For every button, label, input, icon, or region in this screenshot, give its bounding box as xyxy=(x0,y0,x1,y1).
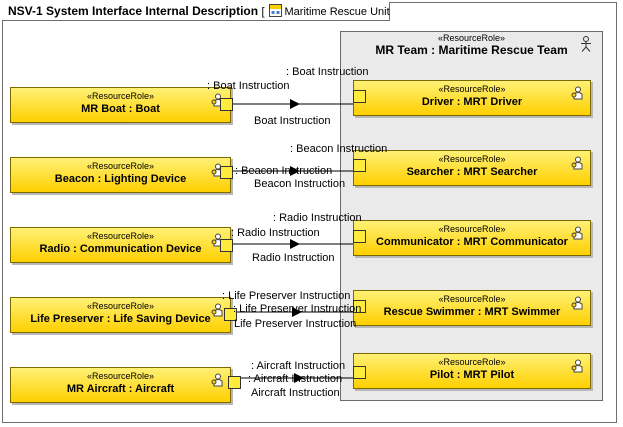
left-role-stereotype: «ResourceRole» xyxy=(86,301,155,311)
left-role-4[interactable]: «ResourceRole» MR Aircraft : Aircraft xyxy=(10,367,231,403)
role-person-icon xyxy=(211,303,223,317)
left-role-stereotype: «ResourceRole» xyxy=(86,371,155,381)
role-person-icon xyxy=(211,373,223,387)
target-port[interactable] xyxy=(353,366,366,379)
right-role-4[interactable]: «ResourceRole» Pilot : MRT Pilot xyxy=(353,353,591,389)
flow-arrow xyxy=(290,166,300,176)
left-role-1[interactable]: «ResourceRole» Beacon : Lighting Device xyxy=(10,157,231,193)
target-port-label: : Life Preserver Instruction xyxy=(233,303,362,315)
source-port-label: : Radio Instruction xyxy=(231,227,320,239)
flow-label: Beacon Instruction xyxy=(254,178,346,190)
flow-arrow xyxy=(292,307,302,317)
right-role-name: Communicator : MRT Communicator xyxy=(376,236,568,248)
stick-figure-icon xyxy=(581,36,591,52)
target-port-label: : Radio Instruction xyxy=(273,212,362,224)
flow-arrow xyxy=(294,373,304,383)
team-stereotype: «ResourceRole» xyxy=(437,33,506,43)
frame-context-name[interactable]: Maritime Rescue Unit xyxy=(284,6,390,18)
flow-arrow xyxy=(290,99,300,109)
frame-title-tab[interactable]: NSV-1 System Interface Internal Descript… xyxy=(2,2,390,21)
left-role-2[interactable]: «ResourceRole» Radio : Communication Devi… xyxy=(10,227,231,263)
right-role-stereotype: «ResourceRole» xyxy=(438,357,506,367)
role-person-icon xyxy=(571,359,583,373)
left-role-stereotype: «ResourceRole» xyxy=(86,161,155,171)
team-name: MR Team : Maritime Rescue Team xyxy=(375,43,568,57)
left-role-name: MR Boat : Boat xyxy=(81,103,160,115)
source-port[interactable] xyxy=(224,308,237,321)
right-role-name: Rescue Swimmer : MRT Swimmer xyxy=(383,306,561,318)
source-port[interactable] xyxy=(220,98,233,111)
flow-label: Radio Instruction xyxy=(252,252,335,264)
right-role-stereotype: «ResourceRole» xyxy=(438,224,506,234)
left-role-3[interactable]: «ResourceRole» Life Preserver : Life Savi… xyxy=(10,297,231,333)
target-port[interactable] xyxy=(353,230,366,243)
source-port[interactable] xyxy=(220,166,233,179)
right-role-2[interactable]: «ResourceRole» Communicator : MRT Communi… xyxy=(353,220,591,256)
left-role-name: Radio : Communication Device xyxy=(39,243,202,255)
right-role-stereotype: «ResourceRole» xyxy=(438,294,506,304)
target-port[interactable] xyxy=(353,90,366,103)
flow-label: Boat Instruction xyxy=(254,115,331,127)
left-role-stereotype: «ResourceRole» xyxy=(86,91,155,101)
flow-label: Life Preserver Instruction xyxy=(234,318,357,330)
right-role-0[interactable]: «ResourceRole» Driver : MRT Driver xyxy=(353,80,591,116)
target-port-label: : Aircraft Instruction xyxy=(248,373,343,385)
target-port-label: : Boat Instruction xyxy=(286,66,369,78)
target-port[interactable] xyxy=(353,159,366,172)
left-role-name: MR Aircraft : Aircraft xyxy=(66,383,175,395)
target-port-label: : Beacon Instruction xyxy=(290,143,388,155)
right-role-stereotype: «ResourceRole» xyxy=(438,154,506,164)
source-port[interactable] xyxy=(220,239,233,252)
source-port-label: : Beacon Instruction xyxy=(235,165,333,177)
role-person-icon xyxy=(571,296,583,310)
flow-arrow xyxy=(290,239,300,249)
left-role-name: Beacon : Lighting Device xyxy=(54,173,187,185)
left-role-name: Life Preserver : Life Saving Device xyxy=(30,313,211,325)
right-role-name: Driver : MRT Driver xyxy=(421,96,523,108)
frame-title: NSV-1 System Interface Internal Descript… xyxy=(8,4,259,18)
source-port-label: : Life Preserver Instruction xyxy=(222,290,351,302)
nsv-diagram-icon xyxy=(268,4,282,17)
target-port[interactable] xyxy=(353,300,366,313)
left-role-0[interactable]: «ResourceRole» MR Boat : Boat xyxy=(10,87,231,123)
source-port[interactable] xyxy=(228,376,241,389)
role-person-icon xyxy=(571,226,583,240)
role-person-icon xyxy=(571,86,583,100)
right-role-3[interactable]: «ResourceRole» Rescue Swimmer : MRT Swimm… xyxy=(353,290,591,326)
right-role-name: Pilot : MRT Pilot xyxy=(429,369,515,381)
source-port-label: : Boat Instruction xyxy=(207,80,290,92)
right-role-stereotype: «ResourceRole» xyxy=(438,84,506,94)
left-role-stereotype: «ResourceRole» xyxy=(86,231,155,241)
flow-label: Aircraft Instruction xyxy=(251,387,340,399)
role-person-icon xyxy=(571,156,583,170)
source-port-label: : Aircraft Instruction xyxy=(251,360,346,372)
right-role-1[interactable]: «ResourceRole» Searcher : MRT Searcher xyxy=(353,150,591,186)
right-role-name: Searcher : MRT Searcher xyxy=(406,166,538,178)
